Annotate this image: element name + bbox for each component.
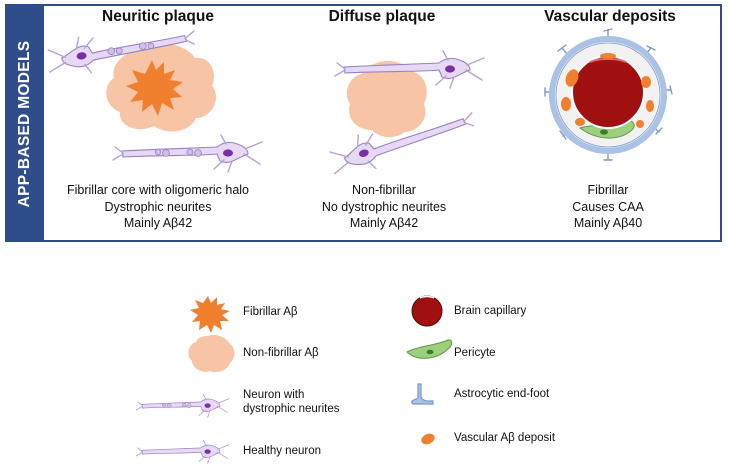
sidebar-band: APP-BASED MODELS [7,6,44,240]
description-line: Fibrillar [587,183,629,197]
dystrophic-neuron-bottom [113,135,262,172]
description-line: Dystrophic neurites [104,199,212,214]
vascular-illustration [544,28,673,161]
nonfibrillar-legend-icon [188,334,235,373]
neuritic-plaque-illustration [45,19,262,172]
legend-dystrophic-label: Neuron with dystrophic neurites [243,388,340,416]
legend-nonfibrillar-label: Non-fibrillar Aβ [243,347,319,359]
vascular-deposits-title: Vascular deposits [544,8,676,25]
diffuse-plaque-illustration [325,50,485,182]
nonfibrillar-deposit [346,61,427,138]
vascular-deposit-spots [561,53,654,128]
vascular-deposit-legend-icon [421,433,435,445]
legend-dystrophic-line1: Neuron with [243,389,305,401]
fibrillar-legend-icon [190,296,230,333]
legend-dystrophic-line2: dystrophic neurites [243,403,340,415]
neuritic-plaque-description: Fibrillar core with oligomeric halo Dyst… [67,182,249,232]
healthy-neuron-legend-icon [135,440,230,464]
legend-pericyte-label: Pericyte [454,347,496,359]
legend-fibrillar-label: Fibrillar Aβ [243,306,298,318]
description-line: Causes CAA [572,199,644,214]
description-line: Fibrillar core with oligomeric halo [66,183,250,197]
diffuse-plaque-description: Non-fibrillar No dystrophic neurites Mai… [322,182,446,232]
neuritic-plaque-title: Neuritic plaque [102,8,214,25]
description-line: Non-fibrillar [352,183,416,197]
description-line: Mainly Aβ42 [349,216,419,230]
description-line: Mainly Aβ42 [123,216,193,230]
description-line: No dystrophic neurites [321,199,447,214]
vascular-deposits-description: Fibrillar Causes CAA Mainly Aβ40 [572,182,644,232]
endfoot-legend-icon [411,383,434,405]
capillary-lumen [571,55,645,129]
legend-vascular-label: Vascular Aβ deposit [454,432,556,444]
legend-icons [135,295,453,464]
fibrillar-core [126,60,183,116]
legend-endfoot-label: Astrocytic end-foot [454,388,550,400]
legend-capillary-label: Brain capillary [454,305,527,317]
capillary-legend-icon [411,295,443,327]
legend-healthy-label: Healthy neuron [243,445,321,457]
description-line: Mainly Aβ40 [573,216,643,230]
diffuse-plaque-title: Diffuse plaque [328,8,436,25]
pericyte-legend-icon [406,339,453,359]
dystrophic-neuron-legend-icon [136,394,228,417]
